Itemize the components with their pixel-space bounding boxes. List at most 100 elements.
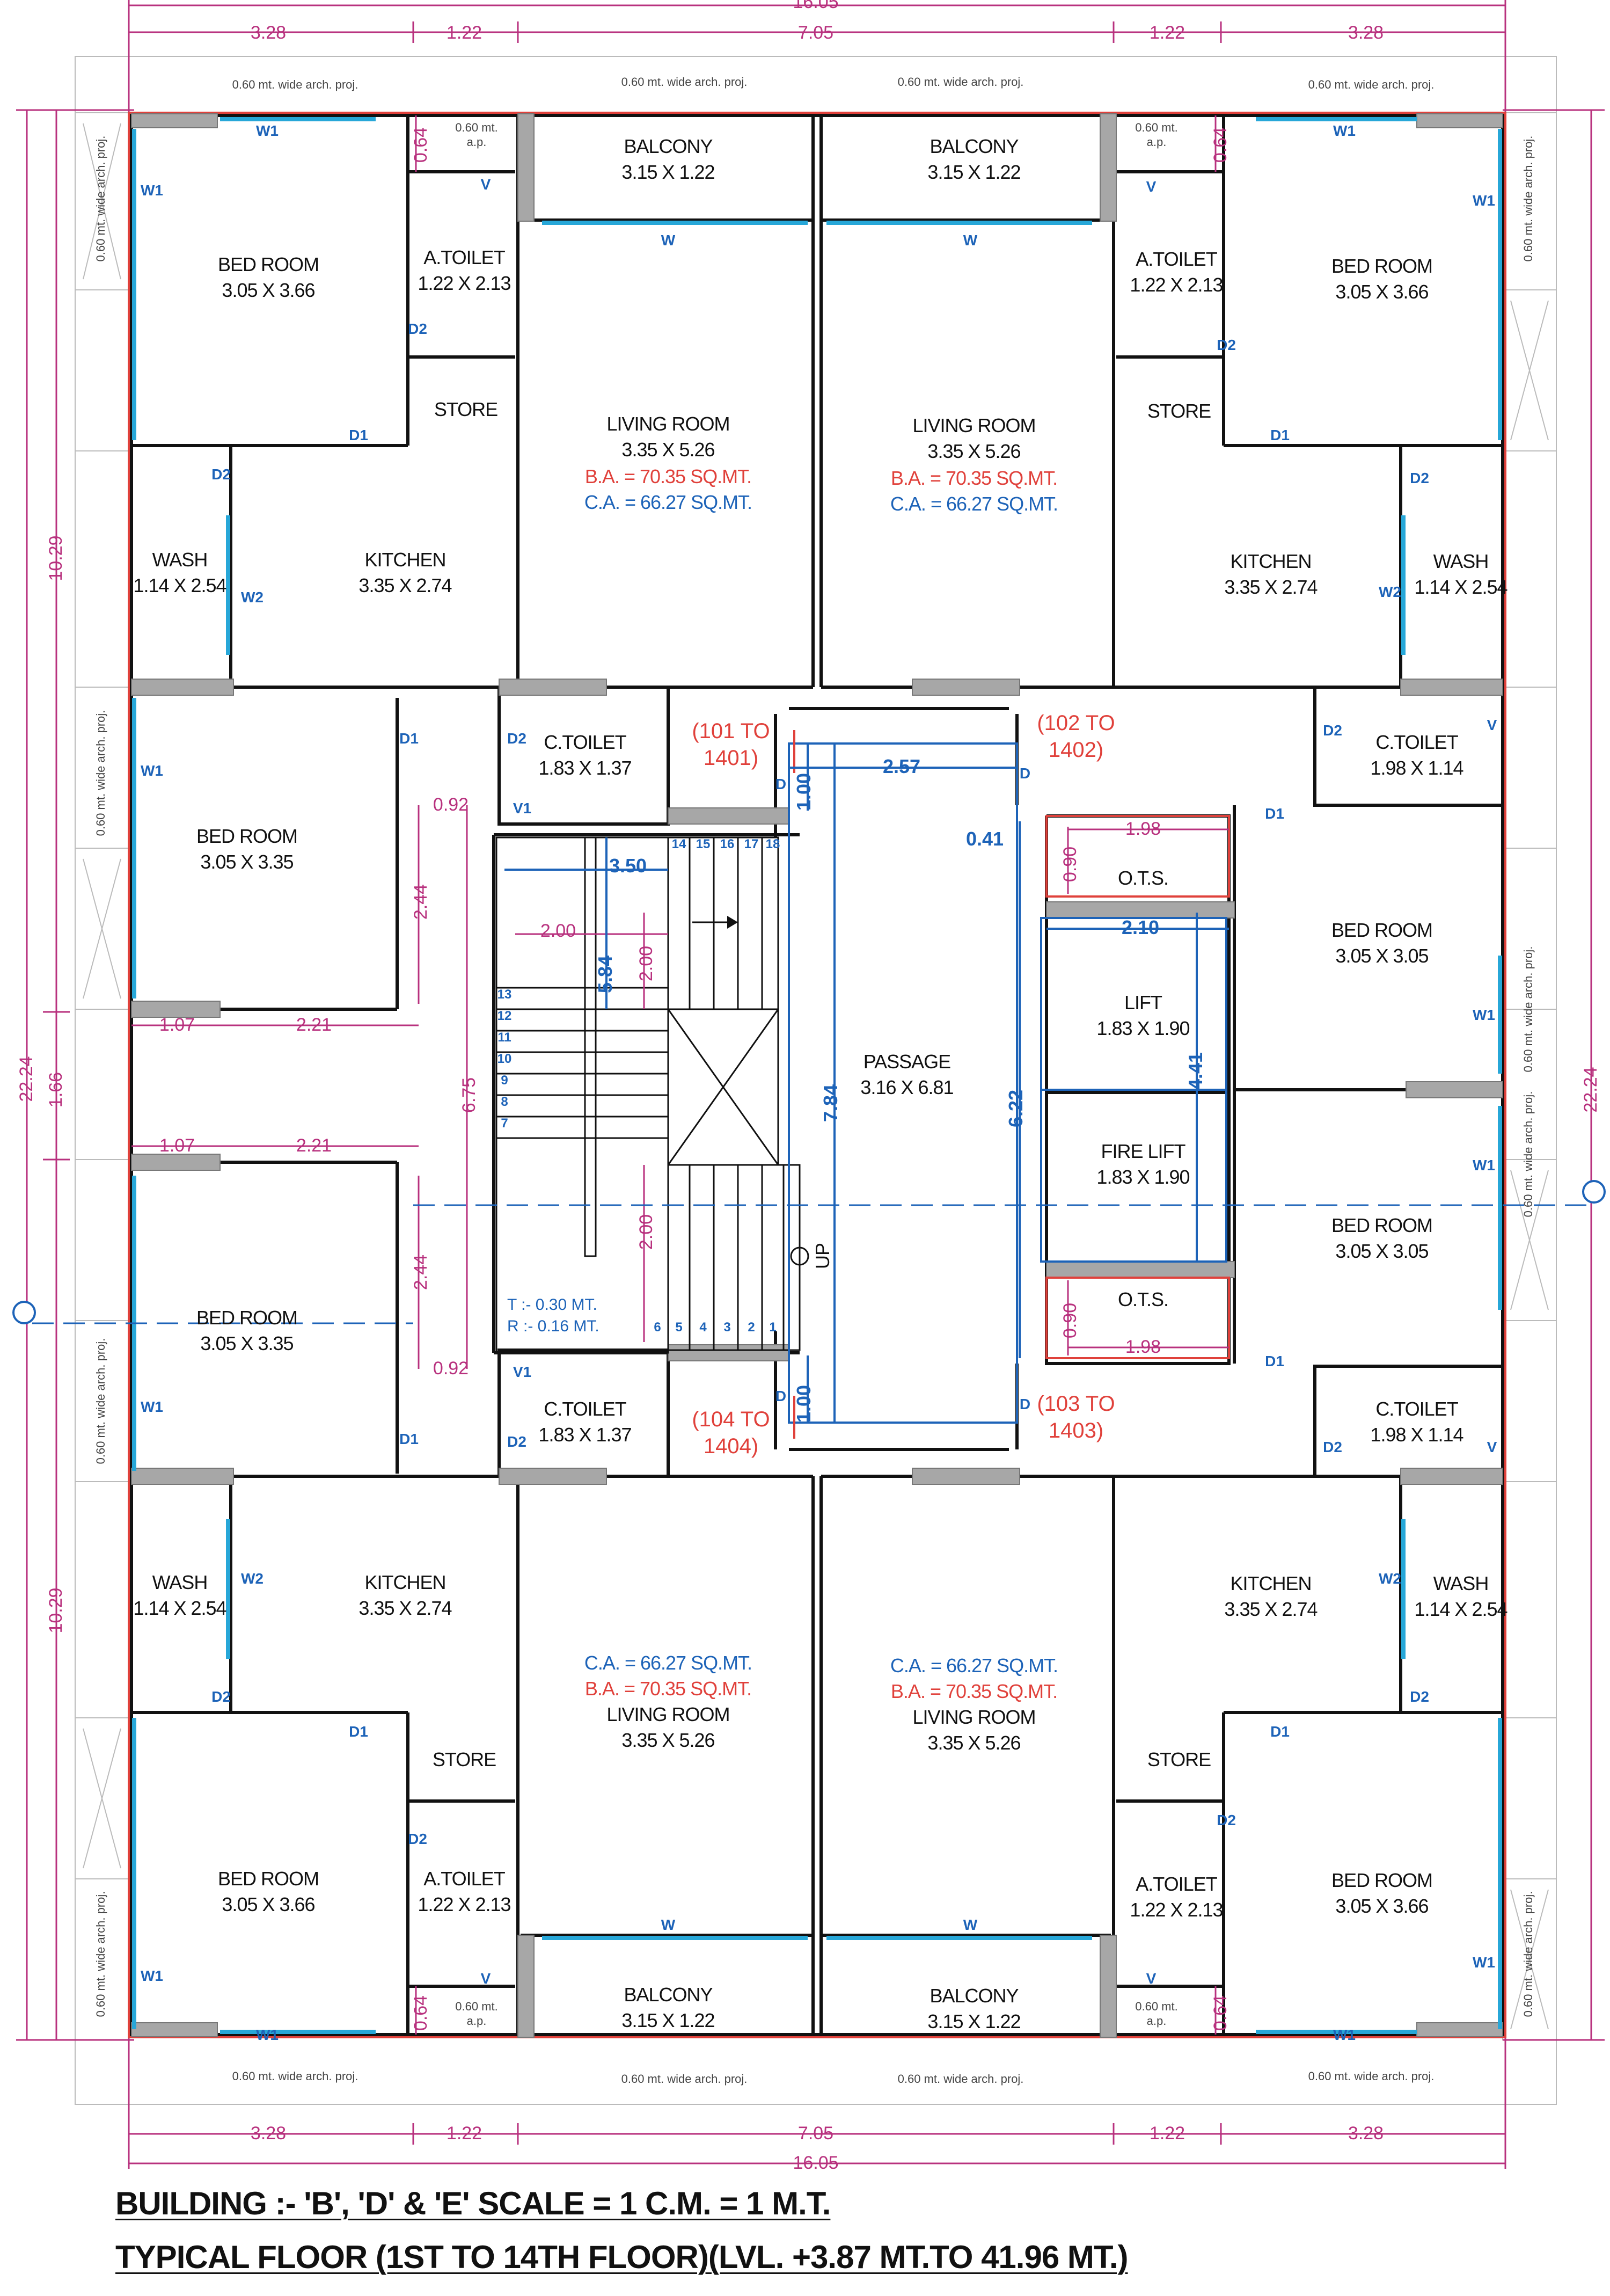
tag-d2: D2 — [211, 466, 231, 483]
ap-tl-1: 0.60 mt. — [455, 121, 497, 134]
plot-outline — [128, 112, 1506, 2038]
store-101-label: STORE — [434, 398, 497, 420]
step-12: 12 — [497, 1009, 512, 1023]
kitchen-103-label: KITCHEN — [1230, 1572, 1311, 1594]
ctoilet-103-size: 1.98 X 1.14 — [1370, 1424, 1463, 1446]
bedroom-101b-size: 3.05 X 3.35 — [200, 851, 293, 873]
tag-d2: D2 — [408, 320, 427, 337]
dim-bottom-right: 3.28 — [1348, 2123, 1384, 2144]
step-14: 14 — [672, 837, 686, 851]
tag-v: V — [481, 176, 491, 193]
proj-left-3: 0.60 mt. wide arch. proj. — [94, 1338, 107, 1464]
step-8: 8 — [501, 1095, 508, 1109]
dim-064-tl: 0.64 — [411, 127, 431, 163]
tag-w1: W1 — [1473, 1157, 1495, 1173]
dim-221-bottom: 2.21 — [296, 1135, 332, 1156]
wash-101-size: 1.14 X 2.54 — [133, 574, 226, 596]
fire-lift-size: 1.83 X 1.90 — [1096, 1166, 1189, 1188]
tag-d1: D1 — [349, 427, 368, 443]
tag-w: W — [661, 232, 676, 249]
ba-101: B.A. = 70.35 SQ.MT. — [585, 465, 751, 487]
dim-top-right-toilet: 1.22 — [1150, 23, 1185, 43]
core-outlines — [788, 730, 1230, 1439]
dim-left-middle: 1.66 — [46, 1072, 66, 1107]
tag-d2: D2 — [1217, 337, 1236, 353]
dim-left-upper: 10.29 — [46, 535, 66, 581]
living-102-label: LIVING ROOM — [912, 414, 1035, 436]
tag-d1: D1 — [1270, 427, 1290, 443]
bedroom-103a-label: BED ROOM — [1331, 1869, 1432, 1891]
tag-v: V — [1146, 178, 1157, 195]
tag-w2: W2 — [1379, 584, 1401, 600]
proj-bottom-right: 0.60 mt. wide arch. proj. — [1308, 2069, 1435, 2083]
building-scale-title: BUILDING :- 'B', 'D' & 'E' SCALE = 1 C.M… — [115, 2185, 831, 2221]
unit-101-range-2: 1401) — [704, 746, 758, 770]
bedroom-103b-label: BED ROOM — [1331, 1214, 1432, 1236]
dim-244-bottom: 2.44 — [411, 1255, 431, 1290]
unit-102-range-2: 1402) — [1049, 738, 1103, 762]
ots-top-label: O.T.S. — [1118, 867, 1168, 889]
ap-bl-2: a.p. — [467, 2014, 487, 2028]
kitchen-104-size: 3.35 X 2.74 — [358, 1597, 451, 1619]
dim-244-top: 2.44 — [411, 884, 431, 920]
dim-198-top: 1.98 — [1125, 819, 1161, 839]
dim-bottom-left: 3.28 — [251, 2123, 286, 2144]
step-2: 2 — [748, 1320, 755, 1335]
ca-104: C.A. = 66.27 SQ.MT. — [584, 1652, 752, 1674]
walls — [130, 114, 1504, 2036]
kitchen-101-label: KITCHEN — [364, 549, 445, 571]
unit-102-range-1: (102 TO — [1037, 711, 1115, 735]
living-101-size: 3.35 X 5.26 — [621, 439, 714, 461]
ap-tl-2: a.p. — [467, 135, 487, 149]
step-16: 16 — [720, 837, 735, 851]
ctoilet-101-size: 1.83 X 1.37 — [538, 757, 631, 779]
dim-top-overall: 16.05 — [793, 0, 838, 12]
unit-103-range-1: (103 TO — [1037, 1392, 1115, 1416]
dim-221-top: 2.21 — [296, 1015, 332, 1035]
ctoilet-104-size: 1.83 X 1.37 — [538, 1424, 631, 1446]
bedroom-101b-label: BED ROOM — [196, 825, 297, 847]
bedroom-102a-label: BED ROOM — [1331, 255, 1432, 277]
drawing-title-block: BUILDING :- 'B', 'D' & 'E' SCALE = 1 C.M… — [115, 2177, 1403, 2284]
dim-675: 6.75 — [459, 1077, 479, 1113]
dim-200-horizontal: 2.00 — [540, 921, 576, 941]
living-104-size: 3.35 X 5.26 — [621, 1729, 714, 1751]
step-4: 4 — [699, 1320, 707, 1335]
tread-label: T :- 0.30 MT. — [507, 1296, 597, 1314]
dim-092-bottom: 0.92 — [433, 1358, 469, 1379]
dim-right-overall: 22.24 — [1580, 1067, 1601, 1112]
ca-101: C.A. = 66.27 SQ.MT. — [584, 491, 752, 513]
staircase: 13 12 11 10 9 8 7 14 15 16 17 18 6 5 4 3… — [495, 836, 833, 1354]
ap-bl-1: 0.60 mt. — [455, 2000, 497, 2013]
tag-v: V — [1146, 1970, 1157, 1987]
dim-622: 6.22 — [1005, 1090, 1027, 1127]
tag-w1: W1 — [1333, 122, 1356, 139]
proj-top-center-left: 0.60 mt. wide arch. proj. — [621, 75, 748, 89]
dim-090-bottom: 0.90 — [1060, 1303, 1080, 1338]
dim-bottom-right-toilet: 1.22 — [1150, 2123, 1185, 2144]
dim-041: 0.41 — [966, 828, 1004, 850]
ap-br-2: a.p. — [1147, 2014, 1167, 2028]
tag-w1: W1 — [141, 762, 163, 779]
wash-101-label: WASH — [152, 549, 208, 571]
proj-left-2: 0.60 mt. wide arch. proj. — [94, 710, 107, 836]
bedroom-103a-size: 3.05 X 3.66 — [1335, 1895, 1428, 1917]
tag-d2: D2 — [507, 730, 526, 747]
ctoilet-101-label: C.TOILET — [544, 731, 626, 753]
store-104-label: STORE — [433, 1748, 496, 1770]
inner-dimensions: 0.64 0.64 0.64 0.64 1.07 2.21 1.07 2.21 … — [131, 115, 1231, 2035]
bedroom-102b-label: BED ROOM — [1331, 919, 1432, 941]
tag-w2: W2 — [241, 589, 264, 606]
ap-tr-2: a.p. — [1147, 135, 1167, 149]
wash-102-size: 1.14 X 2.54 — [1414, 576, 1507, 598]
tag-w1: W1 — [141, 182, 163, 199]
lift-size: 1.83 X 1.90 — [1096, 1017, 1189, 1039]
wash-104-size: 1.14 X 2.54 — [133, 1597, 226, 1619]
atoilet-101-label: A.TOILET — [423, 246, 505, 268]
ba-104: B.A. = 70.35 SQ.MT. — [585, 1678, 751, 1700]
ap-br-1: 0.60 mt. — [1135, 2000, 1177, 2013]
tag-v: V — [481, 1970, 491, 1987]
bedroom-102b-size: 3.05 X 3.05 — [1335, 945, 1428, 967]
ctoilet-102-size: 1.98 X 1.14 — [1370, 757, 1463, 779]
step-3: 3 — [723, 1320, 730, 1335]
